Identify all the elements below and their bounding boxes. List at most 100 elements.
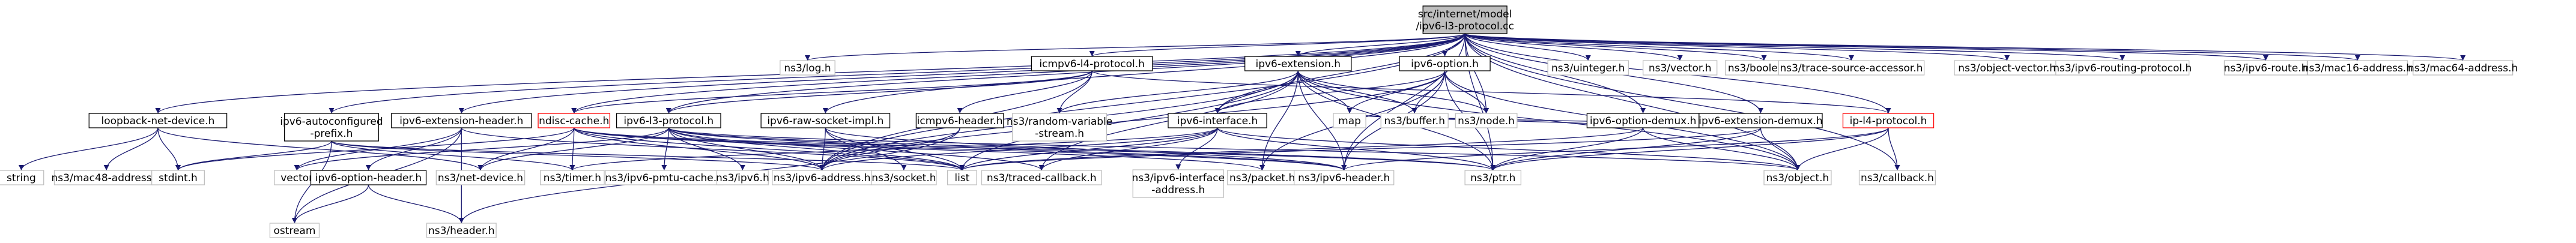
edge-ipv6ext-to-buffer [1297,70,1417,114]
node-extdemux-label: ipv6-extension-demux.h [1699,115,1822,127]
edge-ipv6if-to-timer [569,127,1218,171]
node-extdemux[interactable]: ipv6-extension-demux.h [1699,113,1823,128]
node-ipv6opt[interactable]: ipv6-option.h [1399,56,1491,71]
node-ipv6header: ns3/ipv6-header.h [1294,170,1395,185]
edge-ipv6ext-to-randvar [1056,70,1299,114]
node-ipv6ext[interactable]: ipv6-extension.h [1244,56,1352,71]
node-icmphdr[interactable]: icmpv6-header.h [915,113,1004,128]
edge-ipv6l3-to-netdevice [477,127,669,171]
node-ipv6addr-label: ns3/ipv6-address.h [774,172,871,184]
edge-extdemux-to-ptr [1490,127,1762,171]
edge-extdemux-to-object [1760,127,1801,171]
edge-ipv6l3-to-ipv6header [668,127,1347,171]
node-ostream: ostream [269,223,320,238]
node-optdemux[interactable]: ipv6-option-demux.h [1586,113,1700,128]
node-loopback[interactable]: loopback-net-device.h [88,113,228,128]
node-mac16: ns3/mac16-address.h [2303,60,2413,76]
node-ptr-label: ns3/ptr.h [1470,172,1515,184]
node-log: ns3/log.h [780,60,835,76]
node-timer: ns3/timer.h [540,170,605,185]
node-mac48-label: ns3/mac48-address.h [52,172,162,184]
node-ipv6opt-label: ipv6-option.h [1411,58,1479,70]
node-ipv6if-box [1168,113,1267,128]
node-socket-box [871,170,937,185]
edge-optdemux-to-object [1642,127,1801,171]
edge-root-to-uinteger [1464,33,1591,61]
node-packet-label: ns3/packet.h [1229,172,1295,184]
edge-autoconf-to-timer [331,140,575,171]
node-uinteger: ns3/uinteger.h [1547,60,1629,76]
node-packet-box [1227,170,1298,185]
node-icmpv6l4-box [1031,56,1153,71]
node-map-label: map [1338,115,1361,127]
node-ipv6addr-box [772,170,873,185]
node-route: ns3/ipv6-route.h [2224,60,2308,76]
node-icmpv6l4[interactable]: icmpv6-l4-protocol.h [1031,56,1153,71]
edge-ipv6if-to-tracedcb [1038,127,1218,171]
edge-root-to-rawsock [823,33,1465,114]
edge-root-to-ipv6if [1214,33,1465,114]
node-optdemux-box [1586,113,1700,128]
node-ipv6if-label: ipv6-interface.h [1177,115,1258,127]
node-rawsock[interactable]: ipv6-raw-socket-impl.h [760,113,891,128]
node-root-label: src/internet/model [1418,8,1512,20]
node-objvec-label: ns3/object-vector.h [1958,62,2056,74]
edge-ipv6if-to-ifaddr [1175,127,1218,170]
node-ipv6h-label: ns3/ipv6.h [716,172,769,184]
node-autoconf[interactable]: ipv6-autoconfigured-prefix.h [280,113,383,142]
edge-autoconf-to-stdint [175,140,332,171]
node-log-box [780,60,835,76]
edge-icmpv6l4-to-icmphdr [957,70,1093,114]
node-list: list [947,170,977,185]
edge-loopback-to-netdevice [157,127,483,171]
node-socket-label: ns3/socket.h [871,172,936,184]
node-header: ns3/header.h [426,223,497,238]
node-ipv6addr: ns3/ipv6-address.h [772,170,873,185]
node-ifaddr: ns3/ipv6-interface-address.h [1132,169,1225,198]
edge-ndisc-to-ipv6header [574,127,1347,171]
node-ipv6l3[interactable]: ipv6-l3-protocol.h [616,113,721,128]
node-root-box [1422,5,1508,34]
node-exthdr[interactable]: ipv6-extension-header.h [391,113,532,128]
node-ipl4[interactable]: ip-l4-protocol.h [1842,113,1935,128]
node-mac16-label: ns3/mac16-address.h [2303,62,2413,74]
edge-icmpv6l4-to-ipv6l3 [665,70,1093,114]
node-ipv6h-box [716,170,769,185]
node-stdint: stdint.h [151,170,205,185]
edge-ipv6l3-to-object [668,127,1800,171]
edge-exthdr-to-list [461,127,965,171]
edge-optheader-to-ostream [291,184,369,224]
node-node-label: ns3/node.h [1458,115,1515,127]
node-routing-box [2055,60,2190,76]
node-vectorh-box [1642,60,1718,76]
node-root[interactable]: src/internet/model/ipv6-l3-protocol.cc [1416,5,1514,34]
node-header-box [426,223,497,238]
node-ifaddr-box [1132,169,1224,198]
edge-ipv6if-to-ipv6addr [819,127,1218,171]
node-randvar: ns3/random-variable-stream.h [1007,113,1112,142]
node-header-label: ns3/header.h [428,225,495,237]
edge-root-to-tsa [1464,33,1854,61]
edge-ipl4-to-ipv6header [1341,127,1889,171]
edge-ndisc-to-list [574,127,965,171]
node-string-box [0,170,44,185]
node-ostream-label: ostream [273,225,315,237]
node-rawsock-box [760,113,891,128]
edge-root-to-boolean [1464,33,1767,61]
node-ndisc[interactable]: ndisc-cache.h [538,113,611,128]
node-exthdr-box [391,113,532,128]
node-buffer-label: ns3/buffer.h [1384,115,1445,127]
node-tsa-box [1778,60,1925,76]
edge-root-to-vectorh [1464,33,1683,61]
node-ipv6opt-box [1399,56,1491,71]
edge-loopback-to-mac48 [103,127,159,171]
node-ipv6if[interactable]: ipv6-interface.h [1168,113,1267,128]
edge-ipl4-to-ptr [1490,127,1889,171]
edge-autoconf-to-ipv6addr [331,140,825,171]
node-autoconf-box [284,113,379,142]
edge-ipv6l3-to-vector [294,127,669,171]
node-ipl4-label: ip-l4-protocol.h [1850,115,1927,127]
node-ostream-box [269,223,320,238]
node-optheader[interactable]: ipv6-option-header.h [310,170,427,185]
